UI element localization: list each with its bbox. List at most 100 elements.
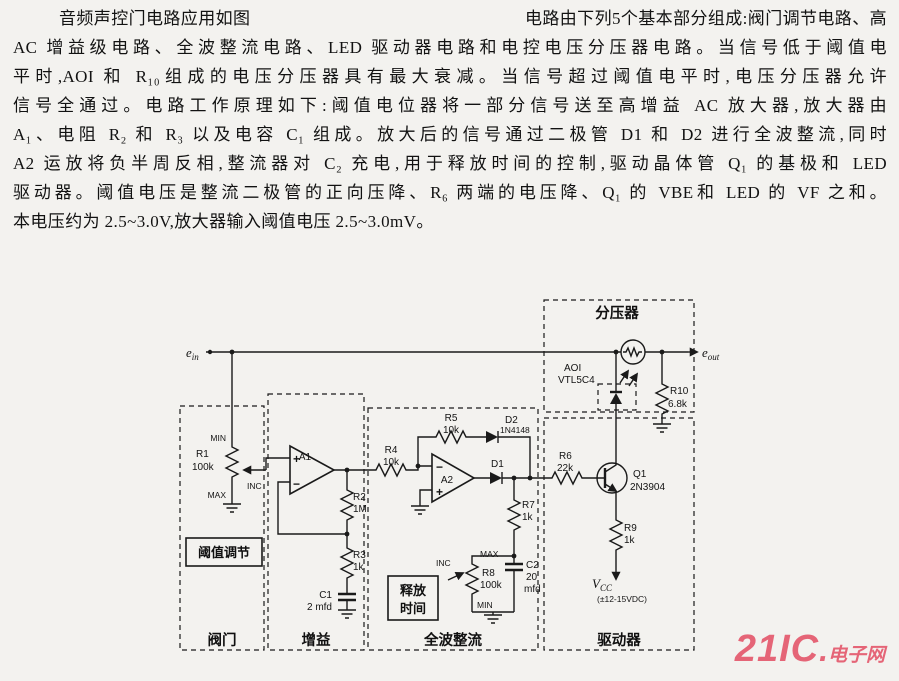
- paragraph-line: 驱动器。阈值电压是整流二极管的正向压降、R₆ 两端的电压降、Q₁ 的 VBE和 …: [13, 183, 887, 202]
- ground-icon: [652, 423, 672, 433]
- watermark: 21IC.电子网: [735, 628, 885, 671]
- a2-label: A2: [441, 475, 454, 486]
- r8-max-label: MAX: [480, 549, 499, 559]
- a1-plus: +: [293, 452, 300, 466]
- opto-name-1: AOI: [564, 363, 581, 374]
- c2-value: 20: [526, 572, 538, 583]
- r7-resistor: [507, 495, 521, 535]
- r5-value: 10k: [443, 425, 460, 436]
- opto-led-box: [597, 383, 637, 411]
- release-time-box: [387, 575, 439, 621]
- section-boxes: [179, 299, 695, 651]
- gain-section-box: [267, 393, 365, 651]
- ground-icon: [337, 609, 357, 619]
- emitter-arrow: [604, 483, 618, 492]
- junction-dots: [207, 349, 665, 559]
- opto-led-icon: [610, 390, 622, 404]
- a2-minus: −: [436, 460, 443, 474]
- a1-opamp: [289, 444, 336, 496]
- paragraph-text: 电路由下列5个基本部分组成:阀门调节电路、高: [524, 9, 887, 28]
- d2-value: 1N4148: [500, 425, 530, 435]
- r7-value: 1k: [522, 512, 534, 523]
- r9-value: 1k: [624, 535, 636, 546]
- r1-name: R1: [196, 449, 209, 460]
- paragraph-text: 音频声控门电路应用如图: [59, 9, 251, 28]
- ground-icon: [410, 505, 430, 515]
- divider-section-box: [543, 299, 695, 413]
- schematic-labels: ein eout MIN R1 100k MAX INC 阈值调节 A1 + −…: [186, 305, 720, 649]
- r8-min-label: MIN: [477, 600, 493, 610]
- r8-resistor: [465, 559, 479, 599]
- a1-minus: −: [293, 477, 300, 491]
- r4-value: 10k: [383, 457, 400, 468]
- r3-value: 1k: [353, 562, 365, 573]
- r8-inc-label: INC: [436, 558, 451, 568]
- r10-value: 6.8k: [668, 399, 688, 410]
- r10-name: R10: [670, 386, 689, 397]
- light-arrows-icon: [619, 369, 639, 387]
- r6-value: 22k: [557, 463, 574, 474]
- a2-opamp: [431, 452, 476, 504]
- paragraph-line: A2 运放将负半周反相,整流器对 C₂ 充电,用于释放时间的控制,驱动晶体管 Q…: [13, 154, 887, 173]
- ein-label: ein: [186, 345, 199, 362]
- r2-resistor: [340, 485, 354, 525]
- r9-name: R9: [624, 523, 637, 534]
- ground-icon: [483, 614, 503, 624]
- q1-value: 2N3904: [630, 482, 665, 493]
- r7-name: R7: [522, 500, 535, 511]
- q1-name: Q1: [633, 469, 647, 480]
- driver-section-label: 驱动器: [597, 631, 641, 649]
- fullwave-section-label: 全波整流: [423, 631, 482, 649]
- wires: [206, 347, 699, 615]
- d1-name: D1: [491, 459, 504, 470]
- r9-resistor: [609, 515, 623, 555]
- c2-capacitor: [505, 562, 523, 572]
- d2-diode: [486, 431, 499, 443]
- c1-name: C1: [319, 590, 332, 601]
- paragraph-line: 平时,AOI 和 R₁₀组成的电压分压器具有最大衰减。当信号超过阈值电平时,电压…: [13, 67, 887, 86]
- paragraph-line: 本电压约为 2.5~3.0V,放大器输入阈值电压 2.5~3.0mV。: [13, 212, 434, 231]
- r1-max-label: MAX: [208, 490, 227, 500]
- threshold-adjust-box: [185, 537, 263, 567]
- vcc-label: VCC: [592, 576, 613, 593]
- opto-name-2: VTL5C4: [558, 375, 595, 386]
- r5-name: R5: [445, 413, 458, 424]
- watermark-brand: 21IC: [734, 628, 820, 670]
- d2-name: D2: [505, 415, 518, 426]
- r3-name: R3: [353, 550, 366, 561]
- driver-section-box: [543, 417, 695, 651]
- r6-name: R6: [559, 451, 572, 462]
- photocell-icon: [620, 339, 646, 365]
- r2-name: R2: [353, 492, 366, 503]
- paragraph-line: 信号全通过。电路工作原理如下:阈值电位器将一部分信号送至高增益 AC 放大器,放…: [13, 96, 887, 115]
- c2-unit: mfd: [524, 584, 541, 595]
- r1-min-label: MIN: [210, 433, 226, 443]
- a2-plus: +: [436, 485, 443, 499]
- r1-value: 100k: [192, 462, 215, 473]
- components: [185, 339, 672, 624]
- watermark-suffix: 电子网: [827, 645, 885, 666]
- r8-name: R8: [482, 568, 495, 579]
- valve-section-box: [179, 405, 265, 651]
- eout-label: eout: [702, 345, 720, 362]
- paragraph-line: AC 增益级电路、全波整流电路、LED 驱动器电路和电控电压分压器电路。当信号低…: [13, 38, 887, 57]
- fullwave-section-box: [367, 407, 539, 651]
- r8-value: 100k: [480, 580, 503, 591]
- release-time-label-1: 释放: [400, 583, 427, 598]
- watermark-dot: .: [819, 632, 828, 668]
- r8-wiper-arrow: [447, 571, 465, 581]
- a1-label: A1: [299, 452, 312, 463]
- r1-inc-label: INC: [247, 481, 262, 491]
- ground-icon: [222, 503, 242, 513]
- paragraph-line: 音频声控门电路应用如图 电路由下列5个基本部分组成:阀门调节电路、高: [13, 4, 887, 33]
- paragraph-line: A₁、电阻 R₂ 和 R₃ 以及电容 C₁ 组成。放大后的信号通过二极管 D1 …: [13, 125, 887, 144]
- valve-section-label: 阀门: [208, 631, 237, 649]
- r2-value: 1M: [353, 504, 367, 515]
- body-text: 音频声控门电路应用如图 电路由下列5个基本部分组成:阀门调节电路、高 AC 增益…: [13, 4, 887, 236]
- threshold-adjust-label: 阈值调节: [198, 545, 250, 560]
- divider-title: 分压器: [595, 305, 639, 322]
- release-time-label-2: 时间: [400, 601, 426, 616]
- r4-name: R4: [385, 445, 398, 456]
